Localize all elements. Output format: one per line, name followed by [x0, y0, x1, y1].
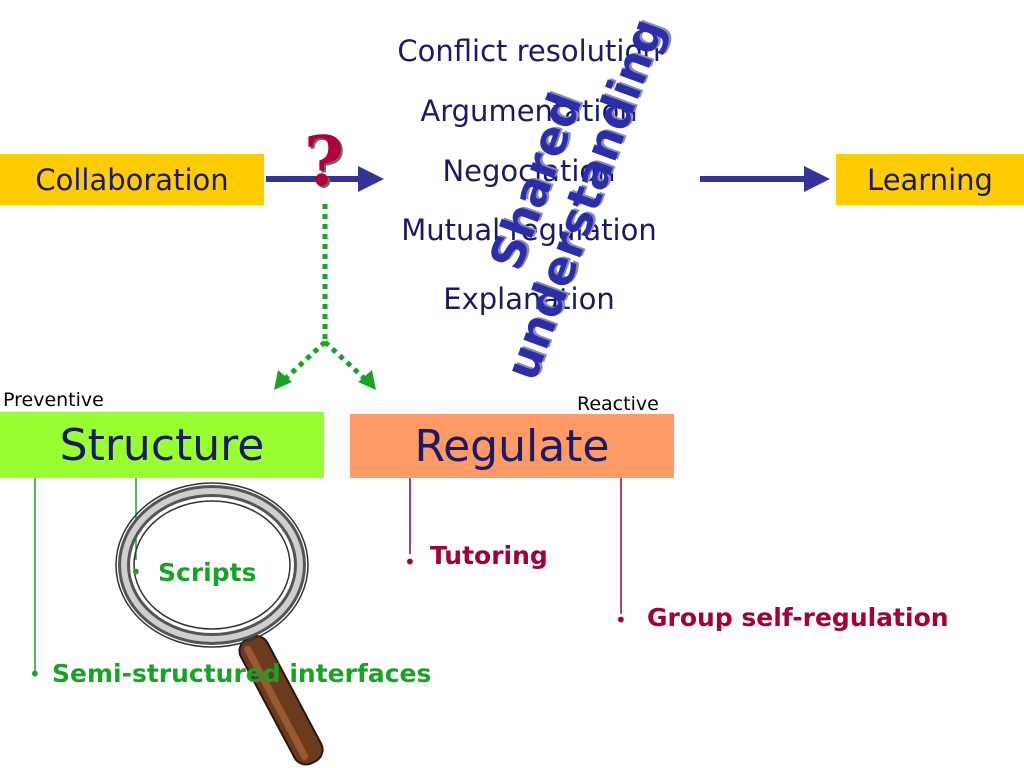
item-semi-structured-interfaces: Semi-structured interfaces — [52, 659, 432, 688]
process-negociation: Negociation — [442, 154, 616, 188]
question-mark: ? — [304, 122, 344, 202]
reactive-label: Reactive — [577, 393, 659, 415]
magnifying-glass-icon — [115, 482, 324, 766]
regulate-label: Regulate — [414, 420, 610, 472]
process-mutual-regulation: Mutual regulation — [401, 213, 657, 247]
arrowhead-icon — [804, 166, 830, 192]
arrowhead-icon — [358, 370, 376, 390]
learning-label: Learning — [867, 162, 993, 197]
collaboration-label: Collaboration — [35, 162, 229, 197]
process-conflict-resolution: Conflict resolution — [397, 34, 661, 68]
item-scripts: Scripts — [158, 558, 257, 587]
bullet: • — [615, 608, 627, 632]
bullet: • — [130, 560, 142, 584]
item-tutoring: Tutoring — [430, 541, 548, 570]
bullet: • — [404, 550, 416, 574]
learning-box: Learning — [836, 154, 1024, 205]
structure-box: Structure — [0, 412, 324, 478]
arrowhead-icon — [274, 370, 292, 390]
process-explanation: Explanation — [443, 282, 615, 316]
regulate-box: Regulate — [350, 414, 674, 478]
process-argumentation: Argumentation — [420, 94, 638, 128]
dotted-split-arrow-icon — [282, 204, 368, 382]
collaboration-box: Collaboration — [0, 154, 264, 205]
bullet: • — [29, 662, 41, 686]
item-group-self-regulation: Group self-regulation — [647, 603, 949, 632]
preventive-label: Preventive — [3, 389, 104, 411]
arrowhead-icon — [358, 166, 384, 192]
structure-label: Structure — [59, 419, 265, 471]
